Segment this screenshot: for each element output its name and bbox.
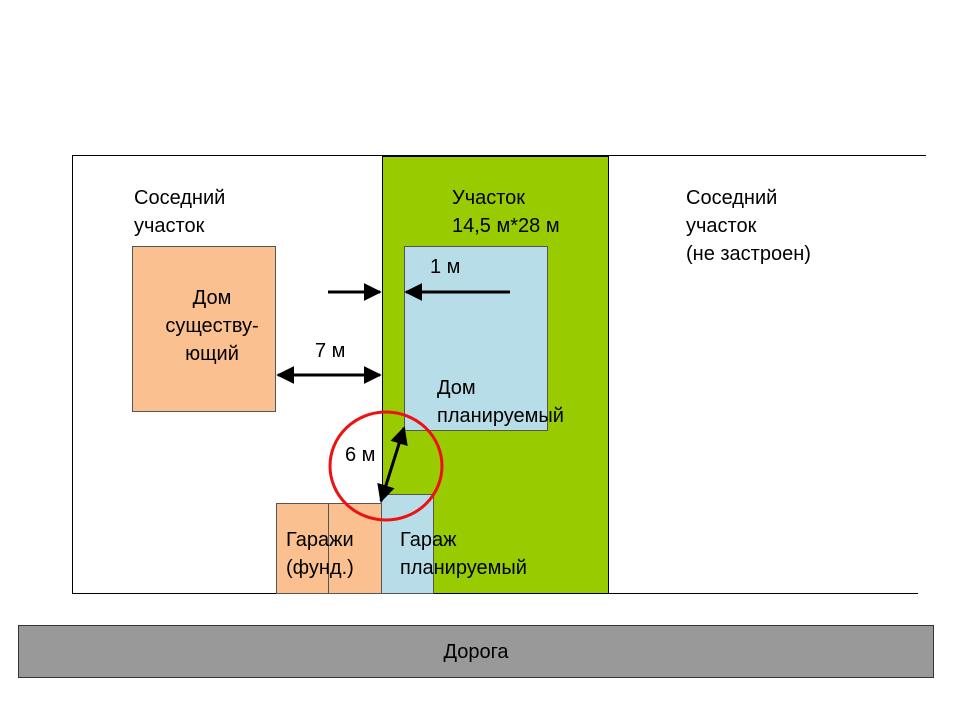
left-boundary-line	[72, 155, 73, 594]
road-label: Дорога	[443, 641, 509, 663]
existing-house-label: Дом существу- ющий	[165, 287, 259, 365]
neighbor-left-label: Соседний участок	[134, 187, 226, 237]
top-boundary-line	[72, 155, 926, 156]
dimension-7m-label: 7 м	[315, 340, 346, 362]
existing-house	[132, 246, 276, 412]
neighbor-right-label: Соседний участок (не застроен)	[686, 187, 811, 265]
existing-garages-label: Гаражи (фунд.)	[286, 529, 354, 579]
dimension-6m-label: 6 м	[345, 444, 376, 466]
planned-garage	[381, 494, 434, 594]
arrow-6m	[377, 426, 408, 503]
plot-label: Участок 14,5 м*28 м	[452, 187, 560, 237]
road	[18, 625, 934, 678]
planned-house-label: Дом планируемый	[437, 377, 564, 427]
planned-garage-label: Гараж планируемый	[400, 529, 527, 579]
highlight-circle	[328, 410, 444, 522]
planned-house	[404, 246, 548, 431]
dimension-1m-label: 1 м	[430, 256, 461, 278]
